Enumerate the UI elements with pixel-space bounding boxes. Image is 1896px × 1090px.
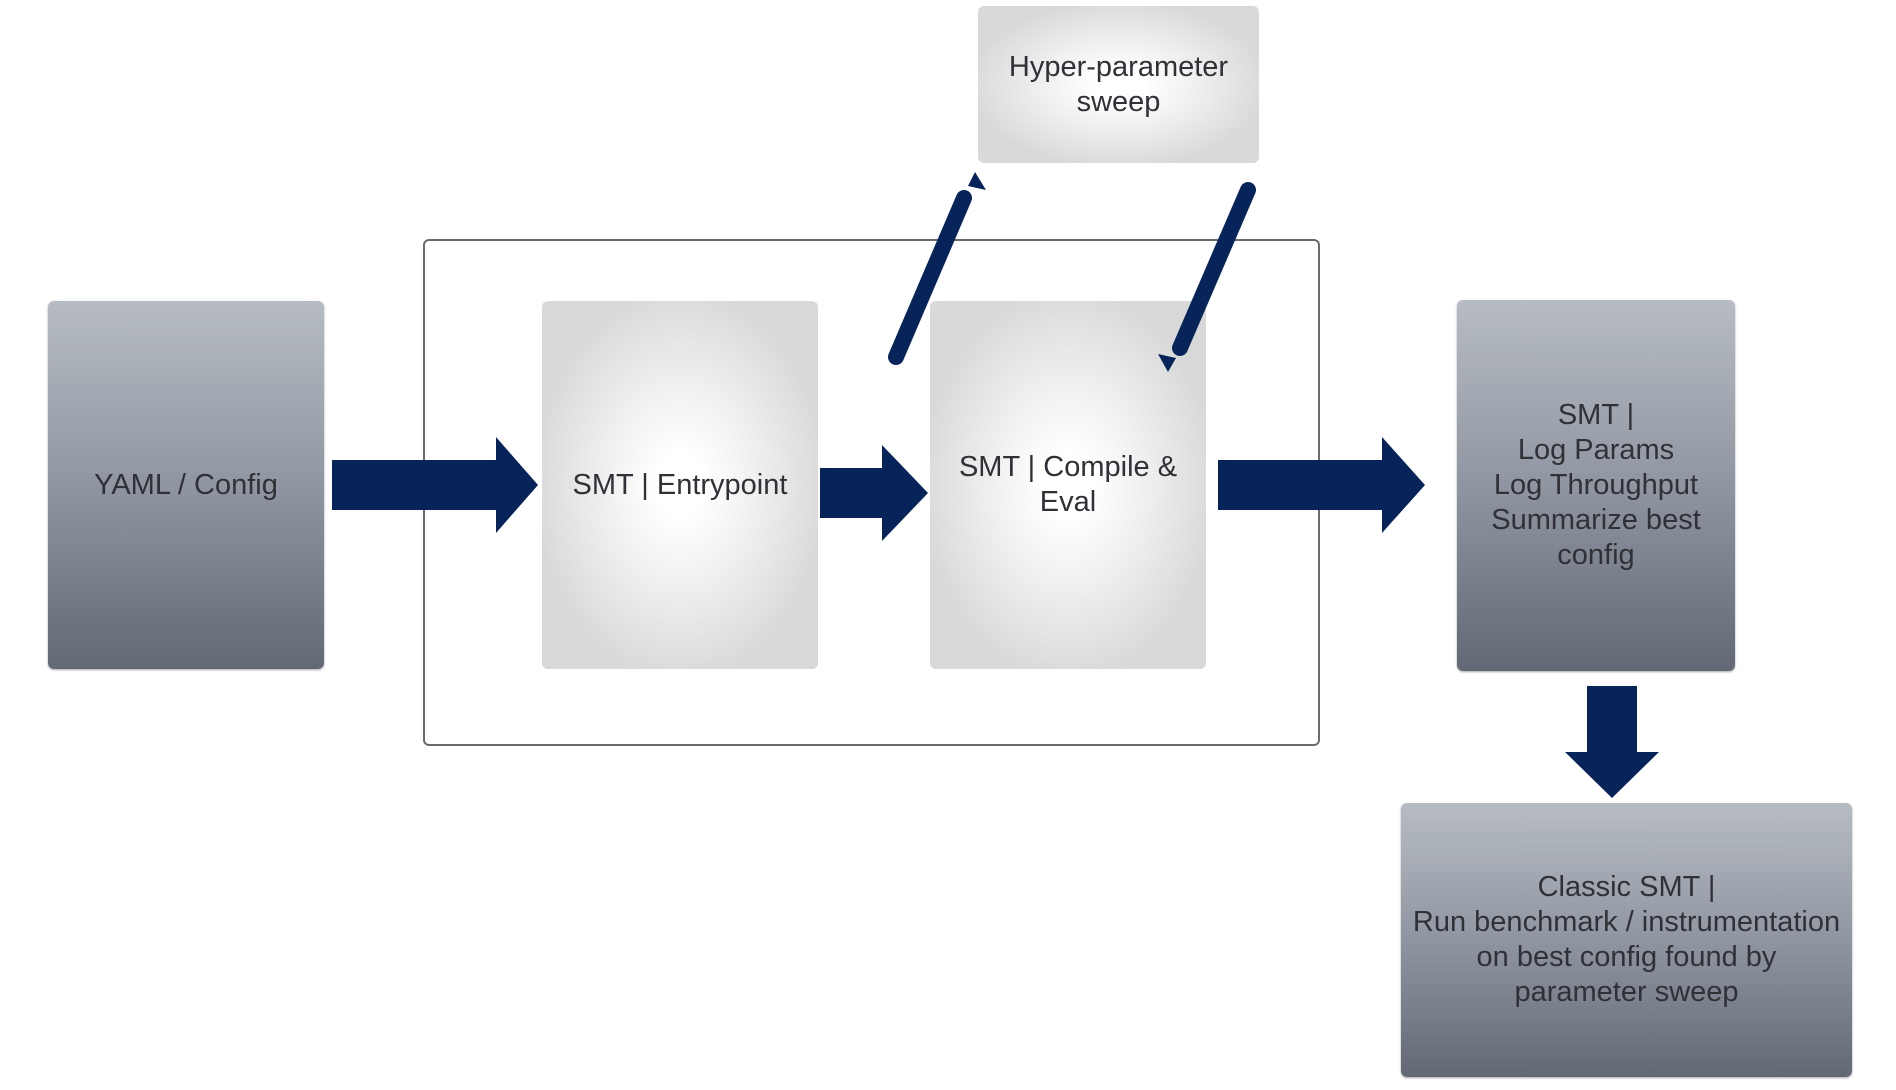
hyper-sweep-node: Hyper-parameter sweep [978,6,1259,163]
yaml-config-label: YAML / Config [94,468,278,501]
yaml-config-node: YAML / Config [48,301,324,669]
log-summary-label: SMT | Log Params Log Throughput Summariz… [1491,399,1701,571]
arrow-log-to-classic [1565,686,1659,798]
compile-eval-node: SMT | Compile & Eval [930,301,1206,669]
compile-eval-label: SMT | Compile & Eval [958,451,1178,518]
log-summary-node: SMT | Log Params Log Throughput Summariz… [1457,300,1735,671]
classic-smt-label: Classic SMT | Run benchmark / instrument… [1412,871,1841,1008]
hyper-sweep-label: Hyper-parameter sweep [1008,50,1229,118]
entrypoint-node: SMT | Entrypoint [542,301,818,669]
entrypoint-label: SMT | Entrypoint [572,468,788,501]
classic-smt-node: Classic SMT | Run benchmark / instrument… [1401,803,1852,1077]
arrow-compile-to-sweep-head [968,172,986,190]
